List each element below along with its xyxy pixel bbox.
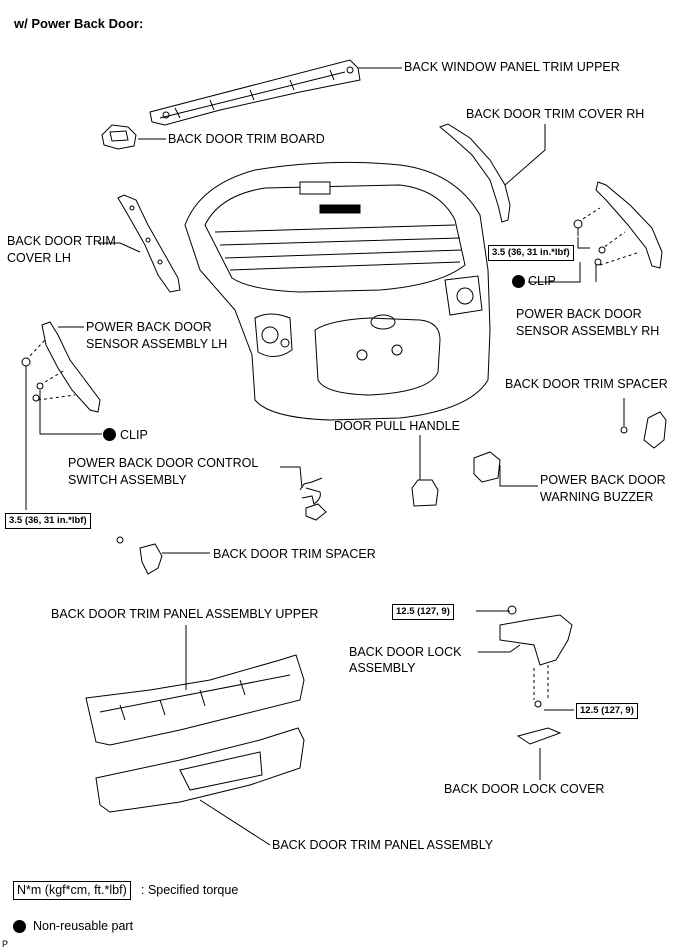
back-door-trim-cover-lh-part: [117, 194, 181, 293]
label-pbd-sensor-lh-line2: SENSOR ASSEMBLY LH: [86, 337, 228, 351]
non-reusable-dot-icon-rh: [512, 275, 525, 288]
label-back-door-trim-board: BACK DOOR TRIM BOARD: [168, 132, 325, 146]
label-trim-panel: BACK DOOR TRIM PANEL ASSEMBLY: [272, 838, 494, 852]
label-pbd-sensor-rh-line1: POWER BACK DOOR: [516, 307, 642, 321]
torque-lock-lower: 12.5 (127, 9): [576, 703, 638, 719]
label-pbd-control-switch-line2: SWITCH ASSEMBLY: [68, 473, 187, 487]
label-pbd-sensor-lh-line1: POWER BACK DOOR: [86, 320, 212, 334]
warning-buzzer-part: [473, 451, 501, 483]
label-pbd-warning-buzzer-line2: WARNING BUZZER: [540, 490, 654, 504]
torque-sensor-rh: 3.5 (36, 31 in.*lbf): [488, 245, 574, 261]
non-reusable-dot-icon-lh: [103, 428, 116, 441]
legend-non-reusable-dot-icon: [13, 920, 26, 933]
control-switch-part: [299, 477, 327, 521]
label-trim-panel-upper: BACK DOOR TRIM PANEL ASSEMBLY UPPER: [51, 607, 319, 621]
trim-panel-upper-part: [85, 654, 305, 746]
legend-torque-desc: : Specified torque: [141, 883, 239, 897]
label-back-window-panel-trim-upper: BACK WINDOW PANEL TRIM UPPER: [404, 60, 620, 74]
label-pbd-warning-buzzer-line1: POWER BACK DOOR: [540, 473, 666, 487]
back-door-trim-board-part: [101, 124, 137, 150]
back-door-trim-spacer-right-part: [620, 411, 667, 449]
label-clip-lh: CLIP: [120, 428, 148, 442]
page-title: w/ Power Back Door:: [14, 16, 144, 31]
back-door-part: [184, 161, 491, 421]
label-back-door-lock-line1: BACK DOOR LOCK: [349, 645, 462, 659]
label-door-pull-handle: DOOR PULL HANDLE: [334, 419, 460, 433]
pbd-sensor-lh-part: [21, 321, 101, 413]
leader-lines: [25, 67, 625, 846]
label-clip-rh: CLIP: [528, 274, 556, 288]
label-back-door-trim-spacer-left: BACK DOOR TRIM SPACER: [213, 547, 376, 561]
trim-panel-part: [95, 727, 305, 813]
legend-non-reusable-text: Non-reusable part: [33, 919, 134, 933]
label-pbd-control-switch-line1: POWER BACK DOOR CONTROL: [68, 456, 259, 470]
label-back-door-lock-line2: ASSEMBLY: [349, 661, 416, 675]
door-pull-handle-part: [411, 479, 439, 507]
torque-sensor-lh: 3.5 (36, 31 in.*lbf): [5, 513, 91, 529]
pbd-sensor-rh-part: [573, 181, 663, 269]
label-back-door-lock-cover: BACK DOOR LOCK COVER: [444, 782, 605, 796]
label-pbd-sensor-rh-line2: SENSOR ASSEMBLY RH: [516, 324, 660, 338]
label-back-door-trim-cover-lh-line1: BACK DOOR TRIM: [7, 234, 116, 248]
back-door-lock-part: [499, 605, 573, 708]
back-door-trim-spacer-left-part: [116, 536, 163, 575]
footer-code: P: [2, 939, 9, 949]
legend-torque-unit: N*m (kgf*cm, ft.*lbf): [13, 881, 131, 900]
torque-lock-upper: 12.5 (127, 9): [392, 604, 454, 620]
back-door-lock-cover-part: [516, 727, 562, 745]
back-window-panel-trim-upper-part: [149, 59, 361, 126]
label-back-door-trim-cover-lh-line2: COVER LH: [7, 251, 71, 265]
label-back-door-trim-cover-rh: BACK DOOR TRIM COVER RH: [466, 107, 645, 121]
back-door-trim-cover-rh-part: [439, 123, 511, 223]
label-back-door-trim-spacer-right: BACK DOOR TRIM SPACER: [505, 377, 668, 391]
